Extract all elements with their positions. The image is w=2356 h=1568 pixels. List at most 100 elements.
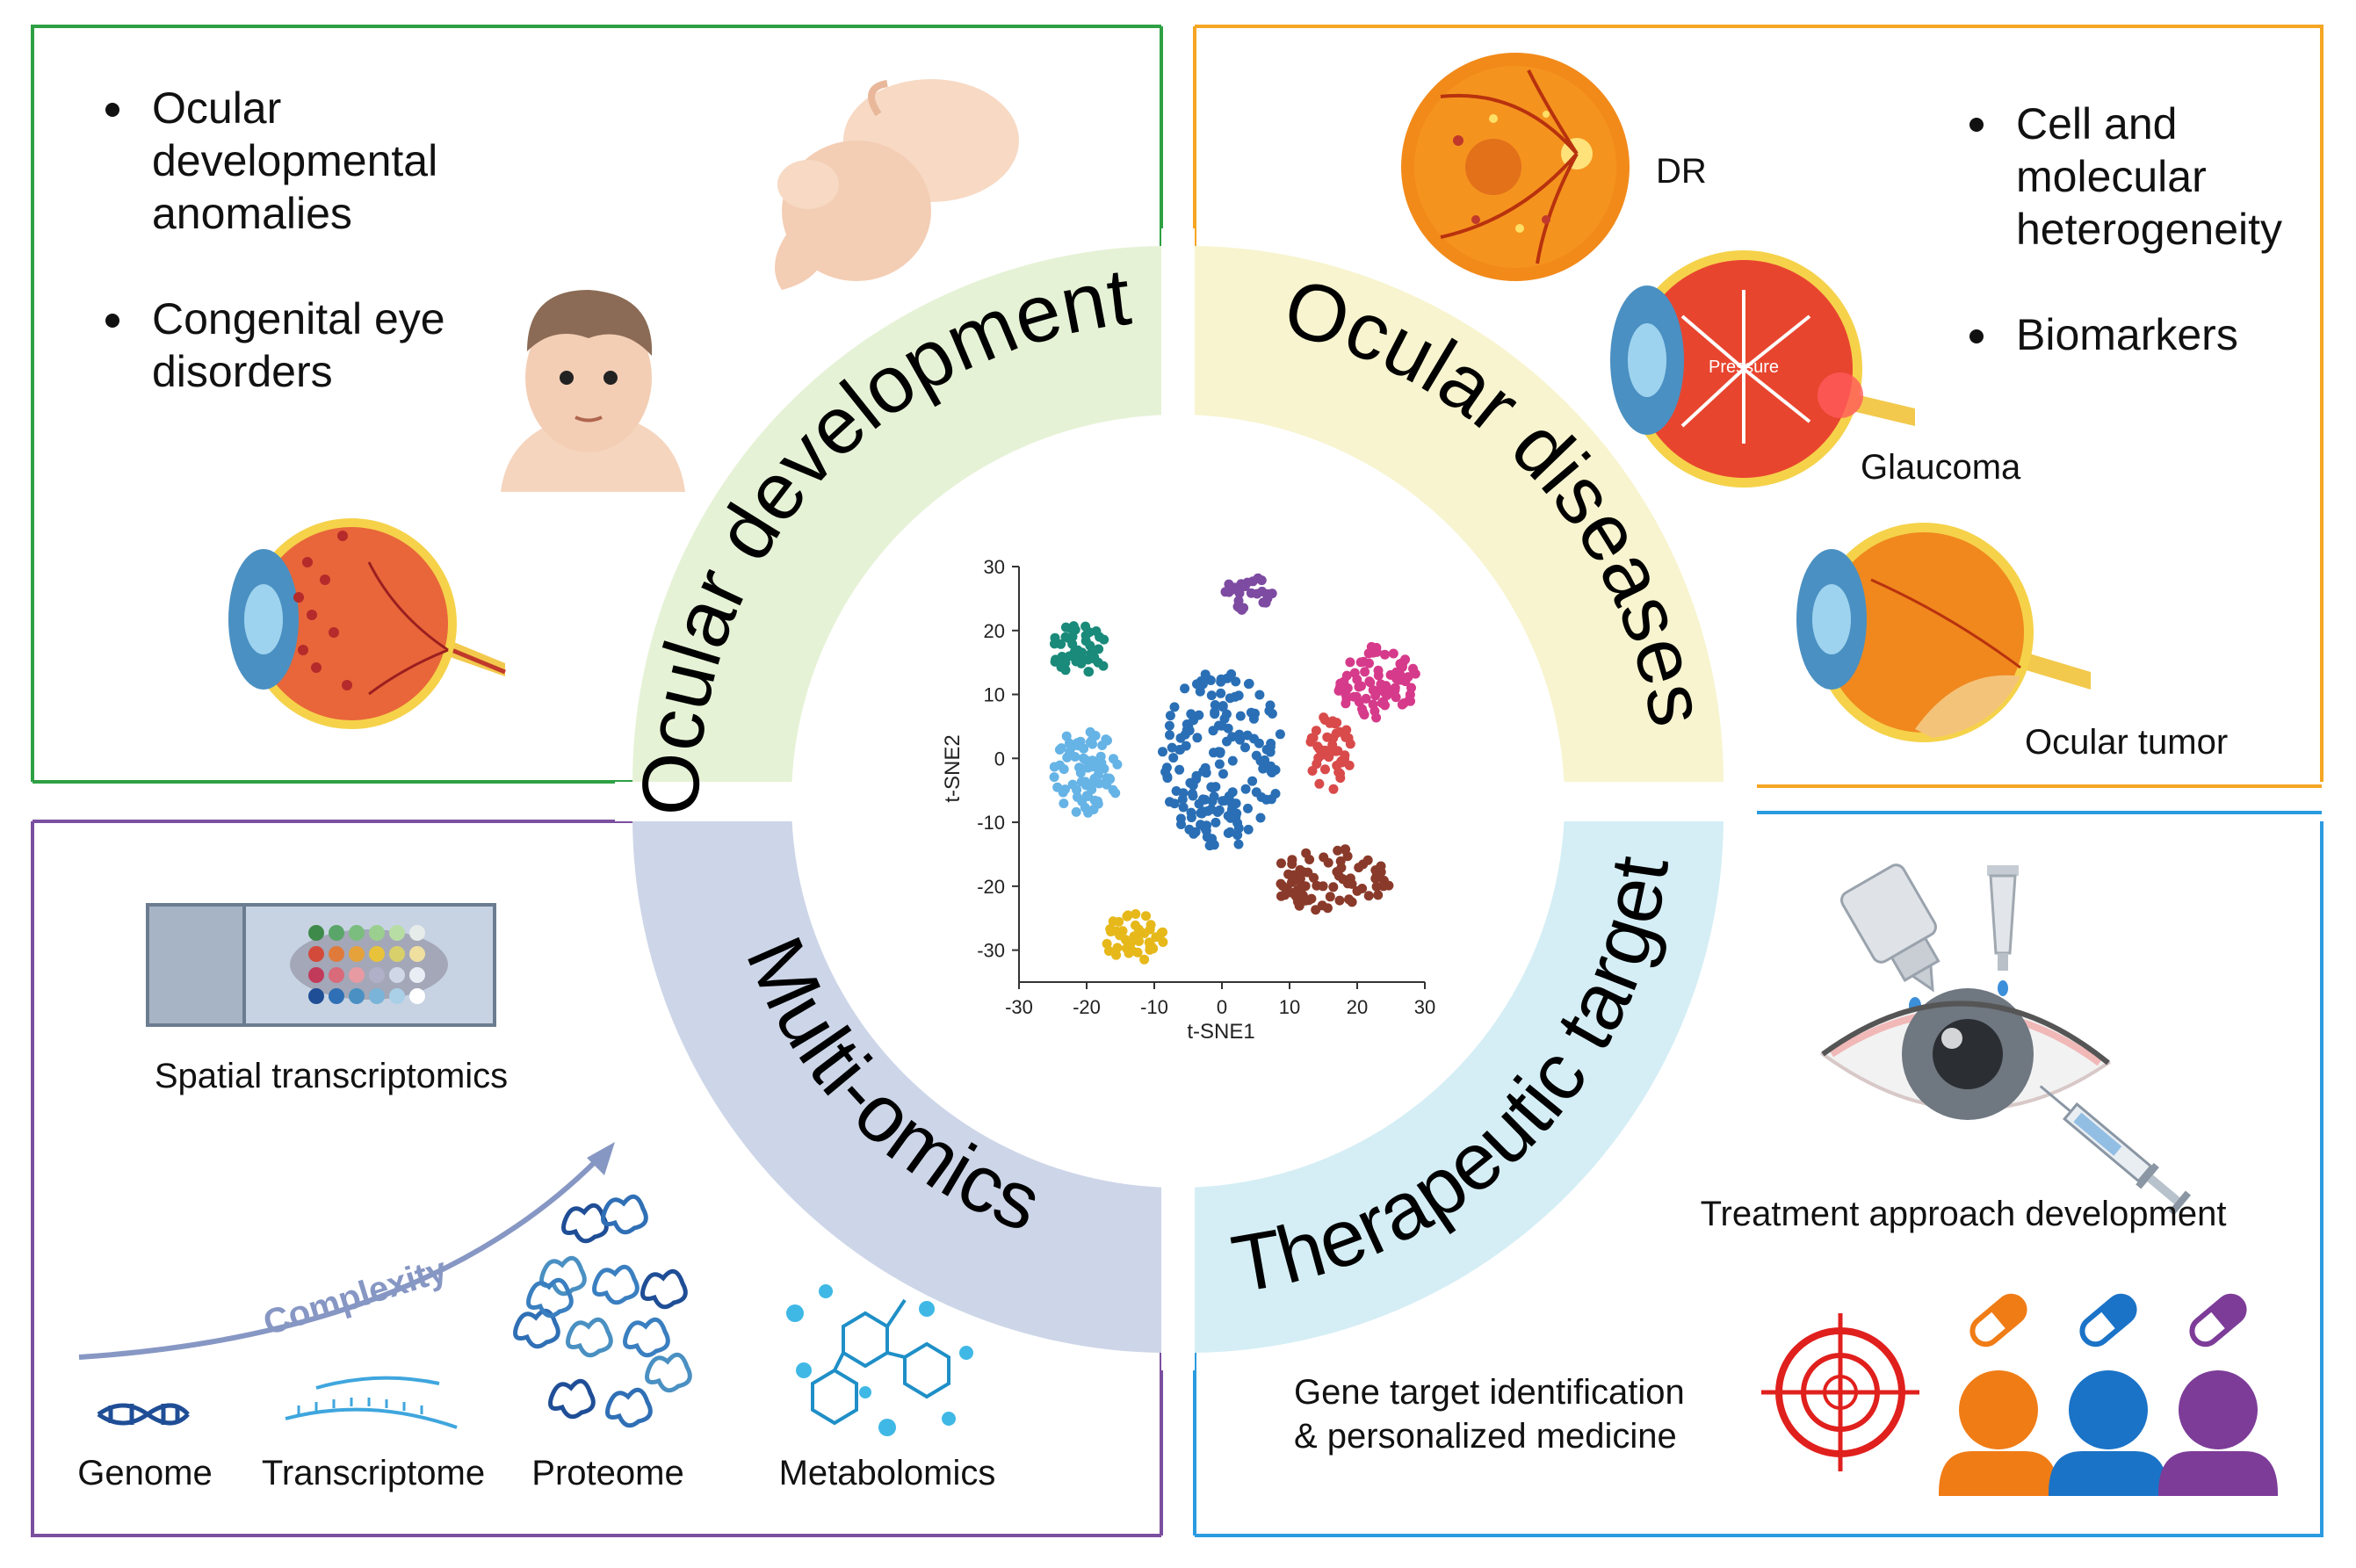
developing-eye-icon xyxy=(228,518,506,729)
tsne-point-cluster-6 xyxy=(1354,863,1364,873)
tsne-point-cluster-0 xyxy=(1192,733,1203,743)
tsne-point-cluster-0 xyxy=(1180,683,1190,694)
tsne-point-cluster-3 xyxy=(1247,576,1258,587)
complexity-arrow xyxy=(78,1157,600,1360)
tsne-point-cluster-6 xyxy=(1328,882,1339,892)
protein-blob xyxy=(513,1308,560,1349)
tsne-point-cluster-5 xyxy=(1324,752,1334,762)
tsne-point-cluster-0 xyxy=(1261,794,1272,805)
tsne-point-cluster-1 xyxy=(1109,754,1118,764)
tsne-point-cluster-6 xyxy=(1370,873,1381,884)
tsne-point-cluster-6 xyxy=(1304,895,1314,906)
dev-bullet-2-line1: Congenital eye xyxy=(152,294,445,343)
tsne-point-cluster-0 xyxy=(1196,808,1206,819)
tsne-point-cluster-6 xyxy=(1280,890,1290,900)
tsne-point-cluster-0 xyxy=(1218,769,1228,779)
spatial-spot xyxy=(349,967,365,983)
tsne-point-cluster-5 xyxy=(1336,755,1347,766)
tsne-xtick-label: 0 xyxy=(1217,996,1227,1018)
tsne-point-cluster-0 xyxy=(1194,710,1204,720)
tsne-point-cluster-6 xyxy=(1325,892,1335,902)
tsne-point-cluster-0 xyxy=(1225,827,1235,837)
dis-bullet-1-line3: heterogeneity xyxy=(2016,205,2282,254)
fetus-icon xyxy=(775,79,1019,290)
tsne-point-cluster-0 xyxy=(1208,726,1218,736)
tsne-point-cluster-7 xyxy=(1112,943,1123,953)
tsne-point-cluster-7 xyxy=(1106,925,1117,936)
tsne-point-cluster-3 xyxy=(1233,596,1244,606)
tsne-point-cluster-6 xyxy=(1309,872,1319,883)
label-spatial-transcriptomics: Spatial transcriptomics xyxy=(155,1057,508,1095)
tsne-point-cluster-2 xyxy=(1094,644,1104,654)
spatial-spot xyxy=(308,946,324,962)
tsne-point-cluster-0 xyxy=(1240,784,1251,794)
tsne-point-cluster-0 xyxy=(1165,730,1174,741)
capsule-icon xyxy=(2189,1293,2247,1348)
label-pressure: Pressure xyxy=(1709,358,1779,377)
panel-diseases: DR Pressure Glaucoma xyxy=(1401,53,2282,762)
tsne-point-cluster-1 xyxy=(1076,763,1087,774)
tsne-point-cluster-0 xyxy=(1266,761,1276,771)
tsne-point-cluster-5 xyxy=(1327,716,1338,726)
tsne-point-cluster-4 xyxy=(1357,704,1367,714)
tsne-point-cluster-0 xyxy=(1203,675,1214,685)
tsne-point-cluster-0 xyxy=(1258,763,1268,774)
tsne-point-cluster-0 xyxy=(1198,766,1209,777)
tsne-point-cluster-0 xyxy=(1219,713,1230,724)
tsne-point-cluster-5 xyxy=(1322,732,1333,742)
tsne-point-cluster-7 xyxy=(1141,911,1151,921)
capsule-icon xyxy=(1969,1293,2027,1348)
bullet-dot xyxy=(105,314,119,328)
tsne-point-cluster-4 xyxy=(1360,667,1370,677)
tsne-point-cluster-0 xyxy=(1207,834,1218,844)
tsne-point-cluster-0 xyxy=(1240,742,1250,753)
spatial-spot xyxy=(349,946,365,962)
tsne-point-cluster-0 xyxy=(1246,707,1256,718)
tsne-point-cluster-0 xyxy=(1249,733,1259,744)
tsne-point-cluster-6 xyxy=(1373,890,1384,900)
bullet-dot xyxy=(1969,118,1984,132)
tsne-point-cluster-7 xyxy=(1139,954,1150,965)
label-proteome: Proteome xyxy=(531,1454,683,1492)
tsne-point-cluster-0 xyxy=(1227,755,1238,766)
tsne-point-cluster-6 xyxy=(1317,900,1327,911)
tsne-point-cluster-6 xyxy=(1357,884,1368,893)
tsne-point-cluster-0 xyxy=(1188,780,1198,791)
tsne-point-cluster-0 xyxy=(1210,709,1220,719)
protein-blob xyxy=(645,1352,692,1393)
tsne-point-cluster-2 xyxy=(1056,639,1066,649)
tsne-point-cluster-1 xyxy=(1080,780,1091,791)
tsne-point-cluster-3 xyxy=(1252,589,1262,599)
tsne-point-cluster-0 xyxy=(1192,679,1202,690)
tsne-point-cluster-4 xyxy=(1364,658,1374,668)
tsne-point-cluster-7 xyxy=(1134,936,1145,946)
tsne-point-cluster-1 xyxy=(1075,736,1086,747)
dna-icon xyxy=(97,1403,190,1426)
tsne-point-cluster-6 xyxy=(1295,873,1305,884)
tsne-point-cluster-6 xyxy=(1318,881,1328,892)
protein-blob xyxy=(566,1317,613,1358)
tsne-ytick-label: -20 xyxy=(977,876,1005,898)
tsne-point-cluster-1 xyxy=(1105,774,1116,784)
label-gene-target-line1: Gene target identification xyxy=(1294,1373,1685,1412)
tsne-xtick-label: -20 xyxy=(1073,996,1101,1018)
tsne-point-cluster-0 xyxy=(1247,776,1258,786)
tsne-point-cluster-1 xyxy=(1071,806,1081,817)
ocular-tumor-eye-icon xyxy=(1796,523,2091,742)
dis-bullet-2: Biomarkers xyxy=(2016,310,2238,359)
tsne-point-cluster-6 xyxy=(1340,844,1350,855)
tsne-point-cluster-0 xyxy=(1255,813,1266,823)
tsne-point-cluster-0 xyxy=(1206,782,1217,792)
tsne-point-cluster-3 xyxy=(1220,587,1231,597)
tsne-point-cluster-0 xyxy=(1227,787,1238,798)
tsne-point-cluster-0 xyxy=(1235,711,1246,721)
tsne-point-cluster-7 xyxy=(1158,937,1168,947)
label-transcriptome: Transcriptome xyxy=(262,1454,485,1492)
label-ocular-tumor: Ocular tumor xyxy=(2025,723,2228,762)
label-complexity: Complexity xyxy=(259,1250,452,1342)
tsne-point-cluster-1 xyxy=(1067,779,1078,790)
spatial-spot xyxy=(308,988,324,1004)
ointment-tube-icon xyxy=(1987,865,2019,971)
spatial-spot xyxy=(389,967,405,983)
